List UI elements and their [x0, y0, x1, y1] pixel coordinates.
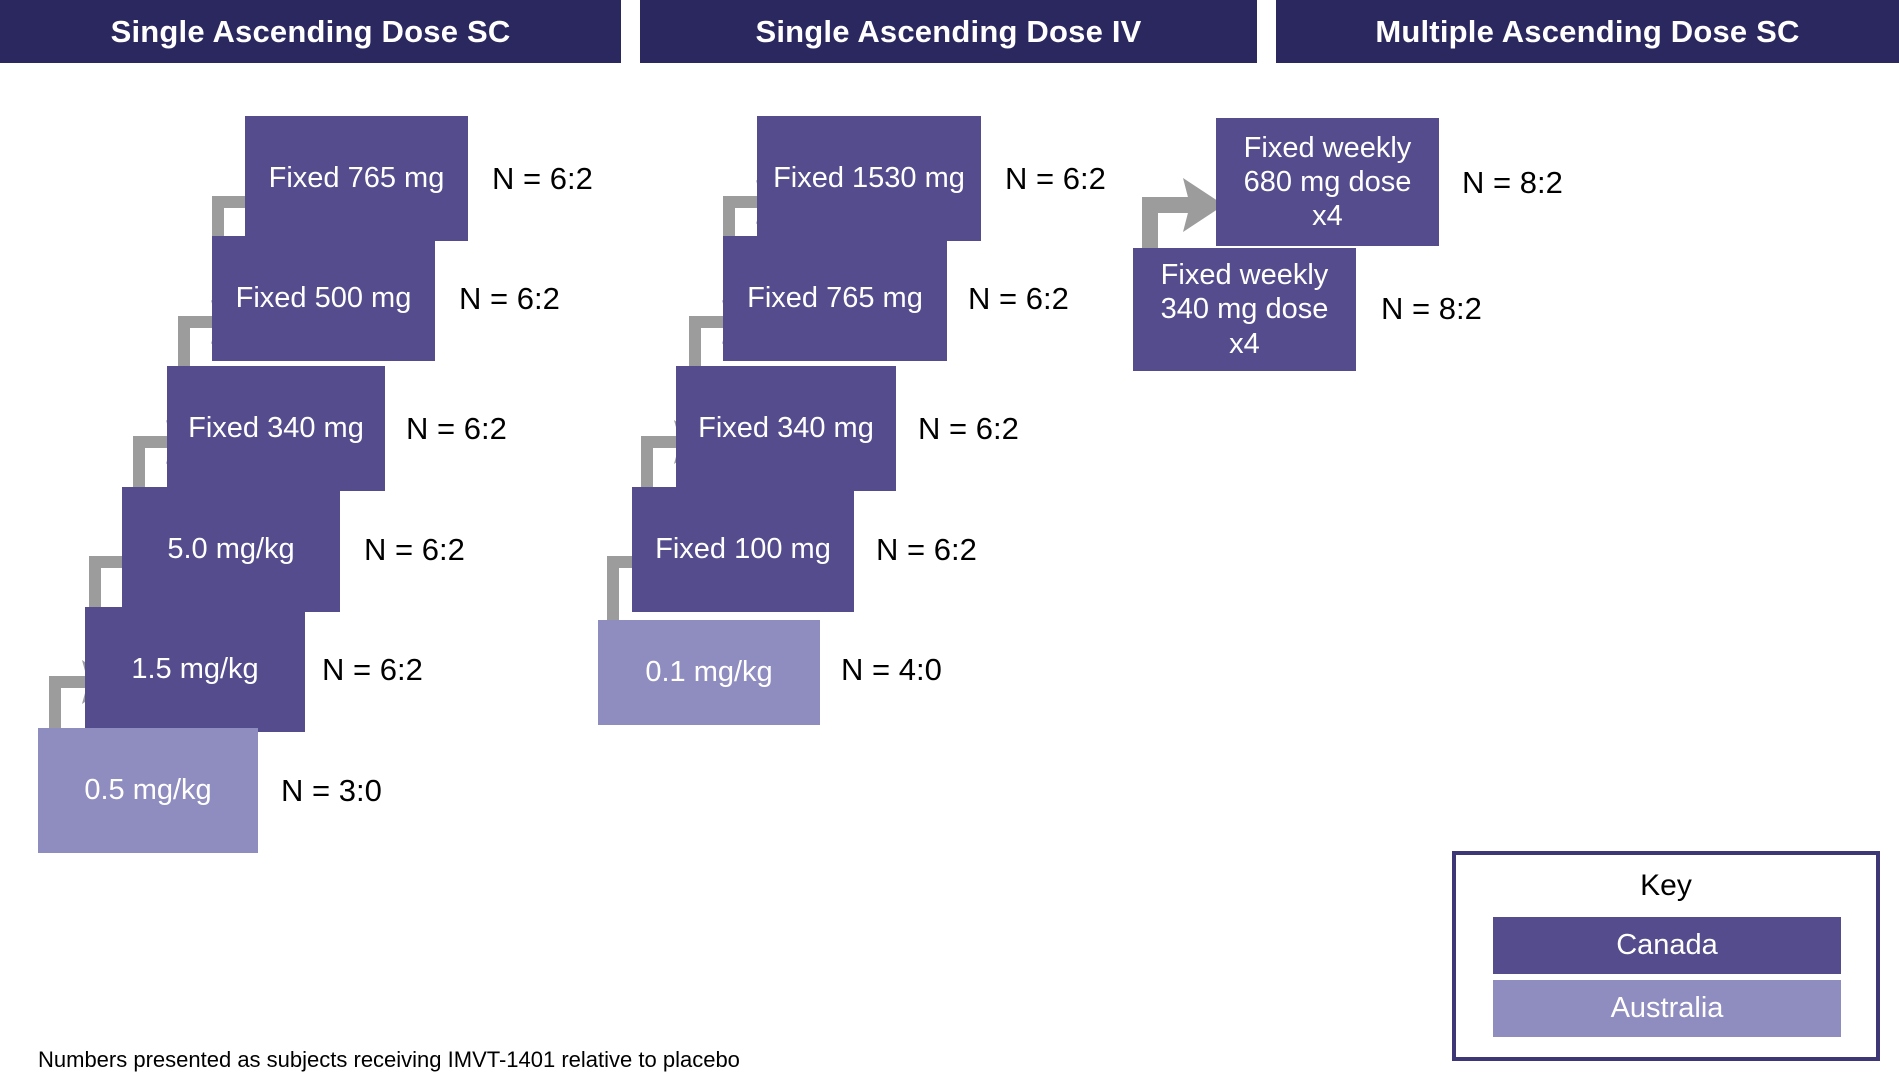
dose-box-sad-sc-340[interactable]: Fixed 340 mg: [167, 366, 385, 491]
n-label-sad-sc-765: N = 6:2: [492, 161, 593, 196]
dose-box-mad-sc-680[interactable]: Fixed weekly 680 mg dose x4: [1216, 118, 1439, 246]
key-swatch-australia: Australia: [1493, 980, 1841, 1037]
n-label-mad-sc-340: N = 8:2: [1381, 291, 1482, 326]
n-label-sad-iv-0.1: N = 4:0: [841, 652, 942, 687]
column-header-mad-sc: Multiple Ascending Dose SC: [1276, 0, 1899, 63]
dose-box-sad-iv-0.1[interactable]: 0.1 mg/kg: [598, 620, 820, 725]
dose-box-sad-iv-340[interactable]: Fixed 340 mg: [676, 366, 896, 491]
dose-box-sad-iv-1530[interactable]: Fixed 1530 mg: [757, 116, 981, 241]
dose-box-mad-sc-340[interactable]: Fixed weekly 340 mg dose x4: [1133, 248, 1356, 371]
column-header-sad-sc: Single Ascending Dose SC: [0, 0, 621, 63]
n-label-sad-sc-0.5: N = 3:0: [281, 773, 382, 808]
n-label-sad-sc-5.0: N = 6:2: [364, 532, 465, 567]
dose-box-sad-sc-1.5[interactable]: 1.5 mg/kg: [85, 607, 305, 732]
dose-box-sad-iv-765[interactable]: Fixed 765 mg: [723, 236, 947, 361]
dose-box-sad-sc-500[interactable]: Fixed 500 mg: [212, 236, 435, 361]
dose-box-sad-sc-0.5[interactable]: 0.5 mg/kg: [38, 728, 258, 853]
n-label-sad-sc-500: N = 6:2: [459, 281, 560, 316]
dose-box-sad-iv-100[interactable]: Fixed 100 mg: [632, 487, 854, 612]
n-label-sad-iv-1530: N = 6:2: [1005, 161, 1106, 196]
n-label-sad-iv-765: N = 6:2: [968, 281, 1069, 316]
dose-box-sad-sc-765[interactable]: Fixed 765 mg: [245, 116, 468, 241]
footnote: Numbers presented as subjects receiving …: [38, 1047, 740, 1072]
n-label-mad-sc-680: N = 8:2: [1462, 165, 1563, 200]
n-label-sad-sc-340: N = 6:2: [406, 411, 507, 446]
key-swatch-canada: Canada: [1493, 917, 1841, 974]
column-header-sad-iv: Single Ascending Dose IV: [640, 0, 1257, 63]
dose-box-sad-sc-5.0[interactable]: 5.0 mg/kg: [122, 487, 340, 612]
n-label-sad-iv-340: N = 6:2: [918, 411, 1019, 446]
key-title: Key: [1640, 869, 1692, 902]
n-label-sad-iv-100: N = 6:2: [876, 532, 977, 567]
key-legend: Key Canada Australia: [1452, 851, 1880, 1061]
n-label-sad-sc-1.5: N = 6:2: [322, 652, 423, 687]
